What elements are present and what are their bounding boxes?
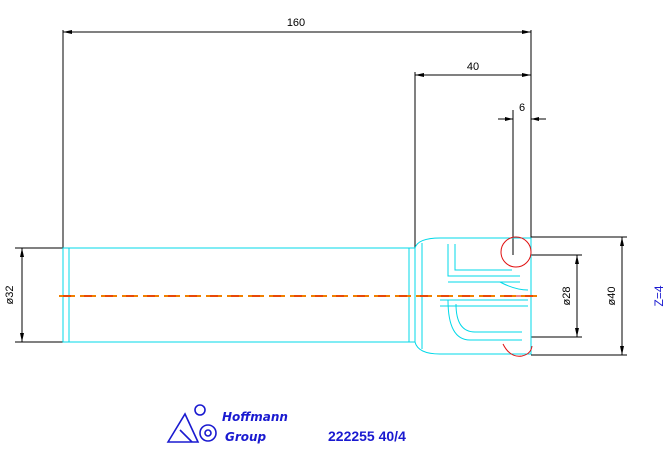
dimension-lines bbox=[15, 30, 627, 356]
logo-text-group: Group bbox=[225, 430, 267, 444]
dim-d32: ø32 bbox=[4, 286, 16, 305]
hoffmann-group-logo: Hoffmann Group bbox=[166, 404, 288, 444]
logo-text-hoffmann: Hoffmann bbox=[222, 410, 288, 424]
dim-6: 6 bbox=[519, 102, 525, 114]
dim-160: 160 bbox=[287, 17, 305, 29]
tooth-count: Z=4 bbox=[652, 285, 666, 306]
dim-d40: ø40 bbox=[606, 287, 618, 306]
logo-emblem bbox=[166, 404, 217, 443]
dimension-arrowheads bbox=[20, 30, 624, 355]
dim-40: 40 bbox=[467, 61, 479, 73]
part-number: 222255 40/4 bbox=[328, 428, 406, 444]
dim-d28: ø28 bbox=[561, 287, 573, 306]
insert-top bbox=[500, 236, 532, 268]
insert-bottom bbox=[502, 343, 533, 357]
